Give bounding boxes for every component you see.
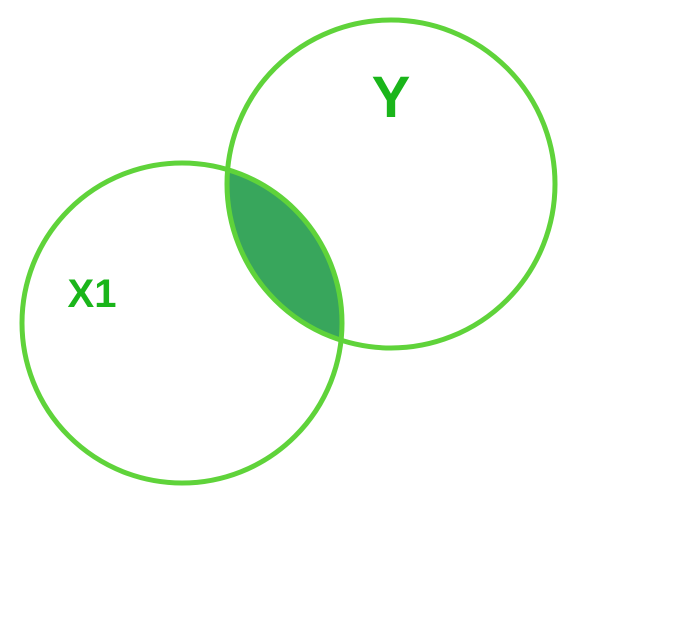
set-y-label: Y xyxy=(372,65,411,130)
set-x1-circle xyxy=(19,160,345,486)
set-x1-label: X1 xyxy=(68,272,117,316)
set-y-circle xyxy=(224,17,558,351)
